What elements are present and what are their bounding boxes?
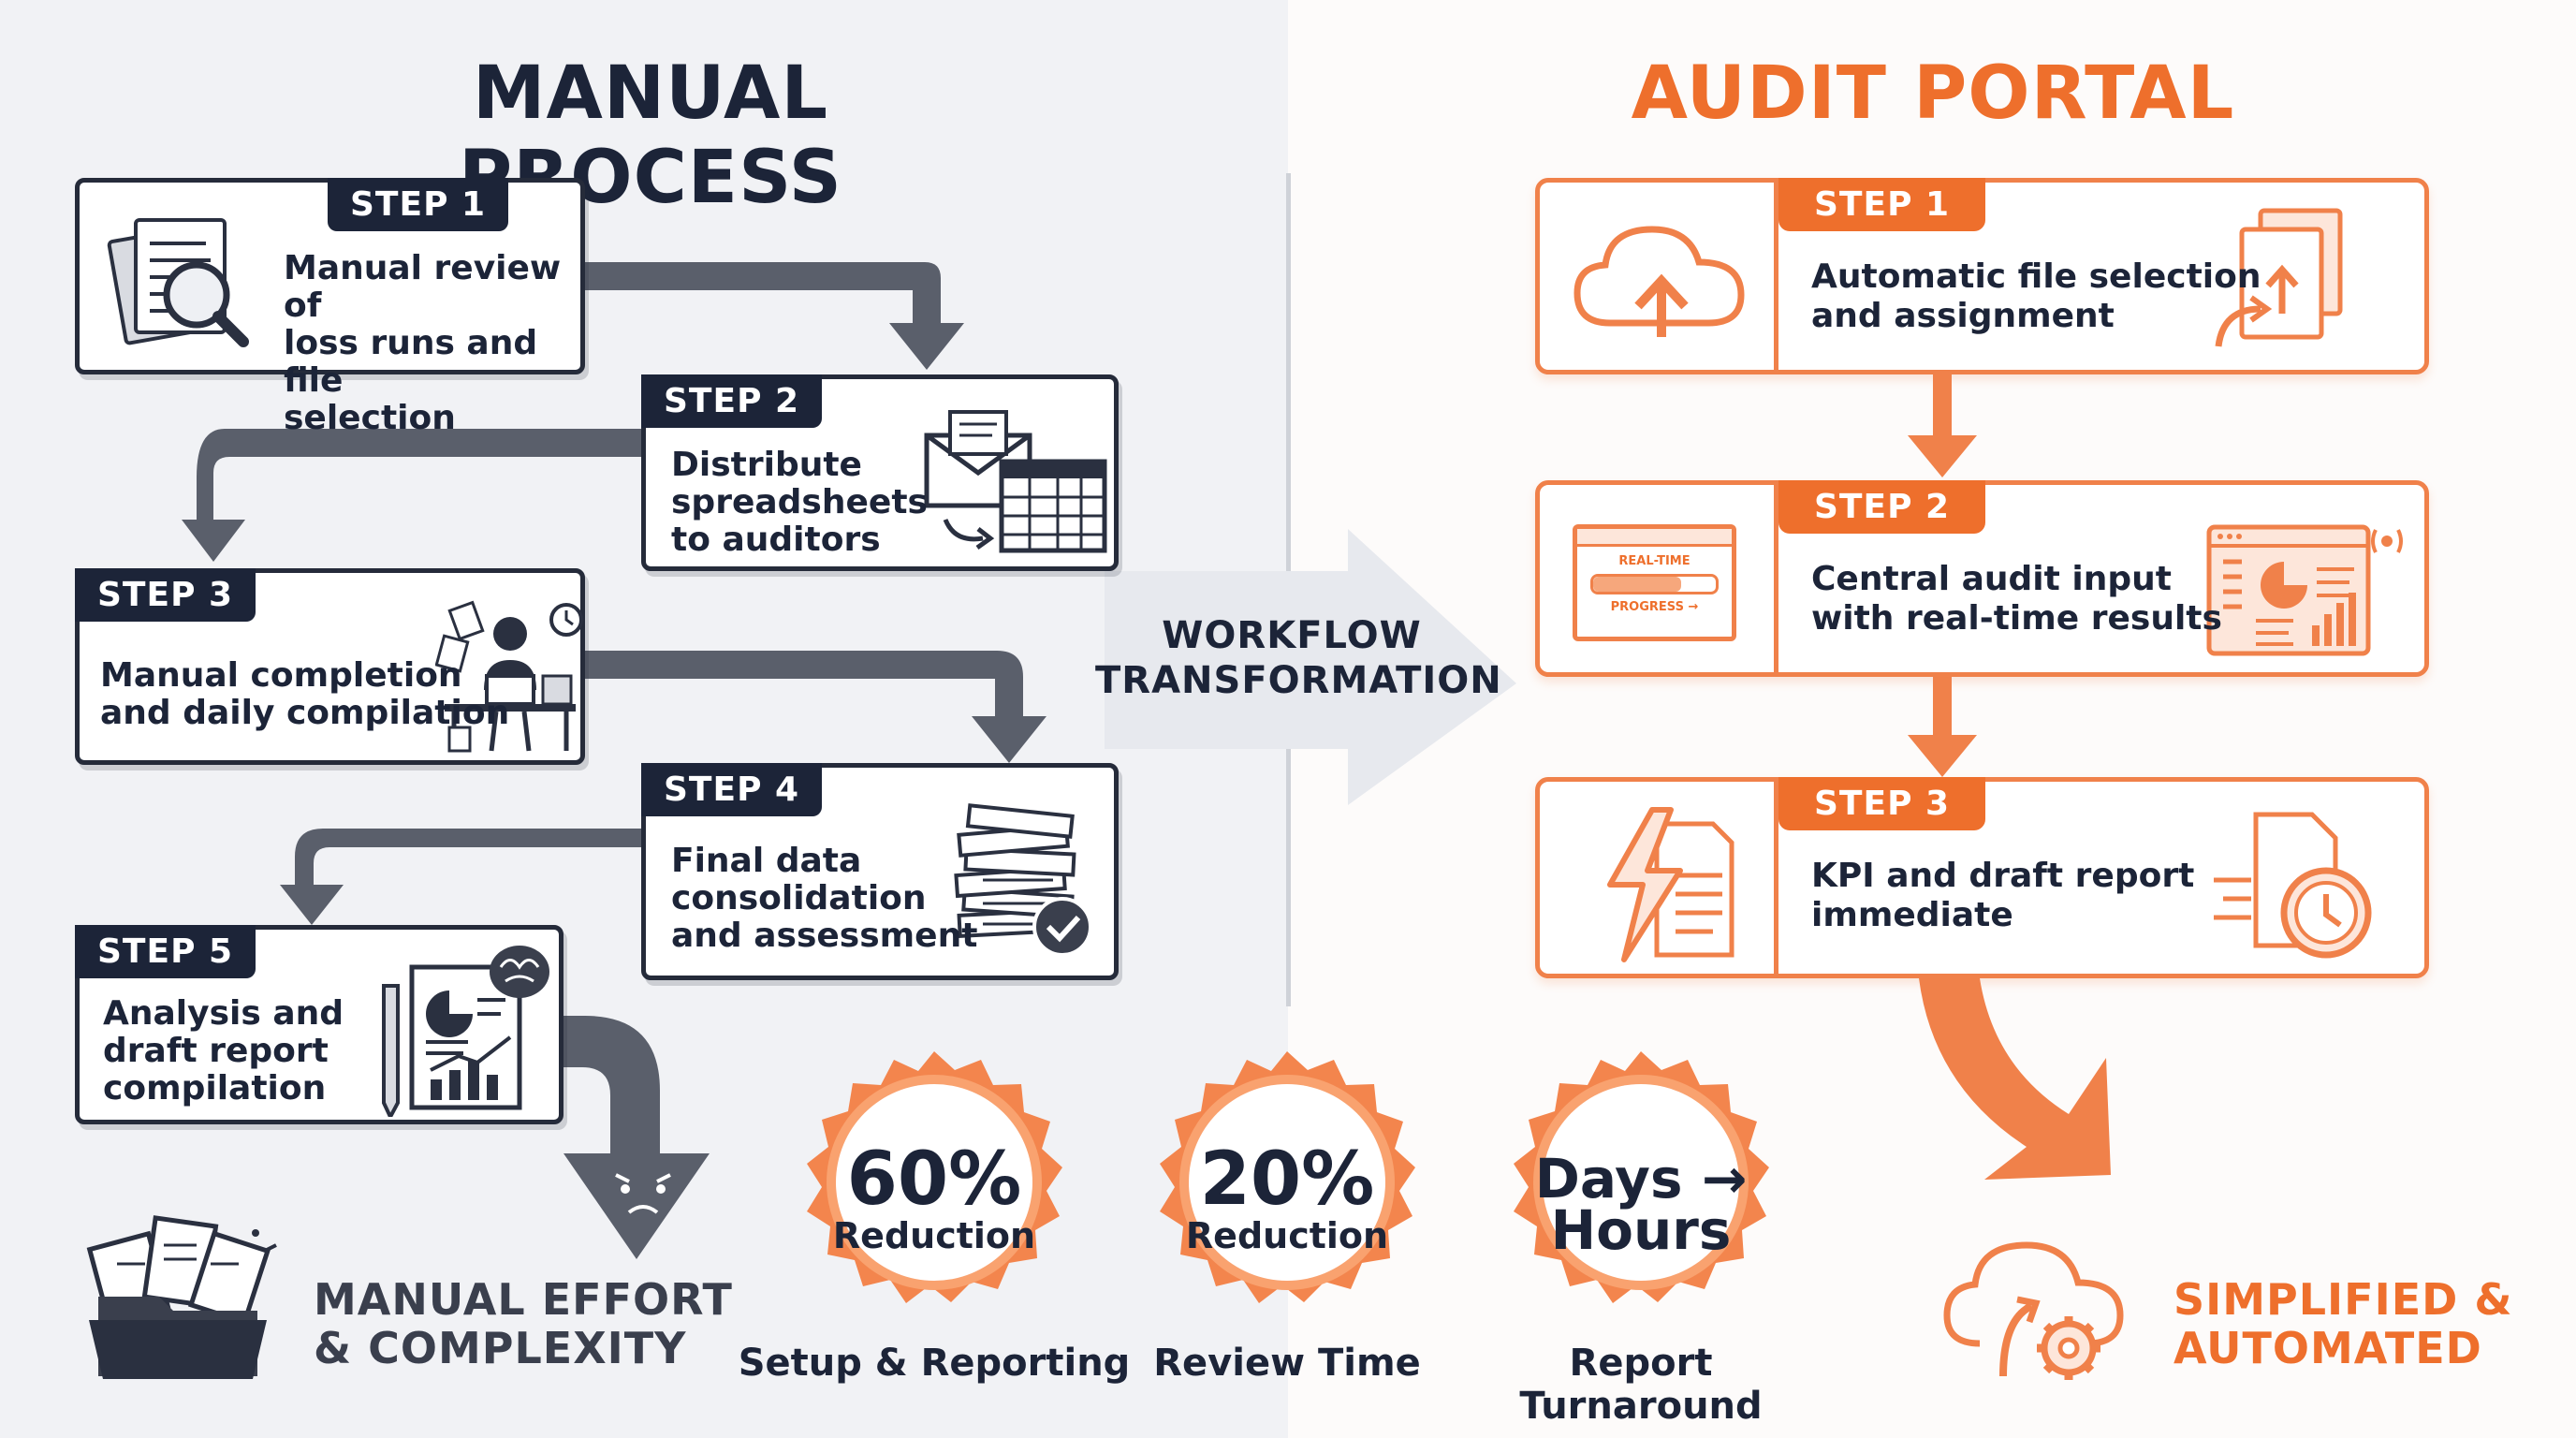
manual-effort-label: MANUAL EFFORT & COMPLEXITY bbox=[314, 1274, 733, 1373]
step-badge: STEP 3 bbox=[1778, 777, 1986, 830]
envelope-spreadsheet-icon bbox=[924, 410, 1107, 553]
card-divider bbox=[1774, 183, 1778, 370]
paper-stack-check-icon bbox=[954, 803, 1092, 957]
arrow-step3-to-step4 bbox=[582, 651, 1046, 763]
arrow-portal-to-result bbox=[1919, 978, 2111, 1180]
dashboard-analytics-icon bbox=[2206, 524, 2403, 656]
progress-caption: PROGRESS → bbox=[1610, 600, 1699, 614]
overworked-worker-icon bbox=[435, 600, 583, 753]
angry-face-icon bbox=[615, 1173, 671, 1214]
portal-step-1-text: Automatic file selection and assignment bbox=[1811, 257, 2261, 335]
stat-1-caption: Setup & Reporting bbox=[738, 1342, 1131, 1385]
manual-step-4-text: Final data consolidation and assessment bbox=[671, 842, 978, 955]
manual-step-1-text: Manual review of loss runs and file sele… bbox=[284, 249, 562, 437]
stat-1-value: 60% bbox=[846, 1137, 1022, 1222]
portal-step-2-card: STEP 2 REAL-TIME PROGRESS → Central audi… bbox=[1535, 480, 2429, 677]
step-badge: STEP 3 bbox=[75, 568, 256, 622]
arrow-portal-step1-to-step2 bbox=[1908, 374, 1977, 477]
document-clock-icon bbox=[2214, 812, 2372, 959]
card-divider bbox=[1774, 782, 1778, 974]
stat-3-line2: Hours bbox=[1550, 1198, 1732, 1262]
progress-bar bbox=[1590, 574, 1719, 594]
manual-step-3-text: Manual completion and daily compilation bbox=[100, 656, 510, 732]
realtime-progress-icon: REAL-TIME PROGRESS → bbox=[1573, 524, 1736, 641]
cloud-gear-icon bbox=[1943, 1241, 2124, 1380]
stat-3-caption: Report Turnaround bbox=[1519, 1342, 1763, 1428]
arrow-step4-to-step5 bbox=[280, 829, 641, 925]
arrow-portal-step2-to-step3 bbox=[1908, 677, 1977, 777]
stat-2-caption: Review Time bbox=[1153, 1342, 1421, 1385]
document-magnifier-icon bbox=[107, 218, 249, 347]
arrow-step5-down bbox=[562, 1016, 710, 1259]
manual-step-3-card: STEP 3 Manual completion and daily compi… bbox=[75, 568, 585, 765]
step-badge: STEP 1 bbox=[1778, 178, 1986, 231]
manual-step-1-card: STEP 1 Manual review of loss runs and fi… bbox=[75, 178, 585, 437]
transformation-label: TRANSFORMATION bbox=[1095, 659, 1502, 702]
step-badge: STEP 1 bbox=[328, 178, 509, 231]
stat-badge-2 bbox=[1160, 1051, 1415, 1303]
manual-step-2-text: Distribute spreadsheets to auditors bbox=[671, 446, 928, 559]
step-badge: STEP 2 bbox=[1778, 480, 1986, 534]
card-divider bbox=[1774, 485, 1778, 672]
progress-fill bbox=[1593, 577, 1682, 592]
portal-step-1-card: STEP 1 Automatic file selection and assi… bbox=[1535, 178, 2429, 374]
audit-portal-title: AUDIT PORTAL bbox=[1631, 51, 2235, 136]
stat-badge-1 bbox=[807, 1051, 1062, 1303]
portal-step-3-text: KPI and draft report immediate bbox=[1811, 857, 2195, 934]
manual-step-2-card: STEP 2 Distribute spreadsheets to audito… bbox=[641, 374, 1119, 571]
step-badge: STEP 2 bbox=[641, 374, 823, 428]
lightning-document-icon bbox=[1607, 807, 1734, 962]
stat-2-value: 20% bbox=[1199, 1137, 1375, 1222]
stat-2-sublabel: Reduction bbox=[1185, 1215, 1389, 1256]
report-brain-icon bbox=[382, 946, 549, 1117]
stat-3-line1: Days → bbox=[1534, 1147, 1748, 1211]
portal-step-2-text: Central audit input with real-time resul… bbox=[1811, 560, 2222, 638]
portal-step-3-card: STEP 3 KPI and draft report immediate bbox=[1535, 777, 2429, 978]
stat-1-sublabel: Reduction bbox=[832, 1215, 1036, 1256]
simplified-automated-label: SIMPLIFIED & AUTOMATED bbox=[2174, 1274, 2513, 1373]
realtime-caption: REAL-TIME bbox=[1618, 554, 1690, 568]
cloud-upload-icon bbox=[1573, 226, 1745, 337]
manual-step-5-text: Analysis and draft report compilation bbox=[103, 994, 344, 1108]
messy-folder-icon bbox=[86, 1215, 277, 1379]
files-arrow-icon bbox=[2215, 208, 2343, 347]
step-badge: STEP 5 bbox=[75, 925, 256, 978]
arrow-step2-to-step3 bbox=[182, 429, 641, 562]
workflow-label: WORKFLOW bbox=[1162, 614, 1422, 657]
manual-step-4-card: STEP 4 Final data consolidation and asse… bbox=[641, 763, 1119, 980]
step-badge: STEP 4 bbox=[641, 763, 823, 816]
stat-badge-3 bbox=[1514, 1051, 1769, 1303]
window-titlebar bbox=[1577, 529, 1732, 547]
manual-step-5-card: STEP 5 Analysis and draft report compila… bbox=[75, 925, 564, 1124]
arrow-step1-to-step2 bbox=[580, 262, 964, 370]
